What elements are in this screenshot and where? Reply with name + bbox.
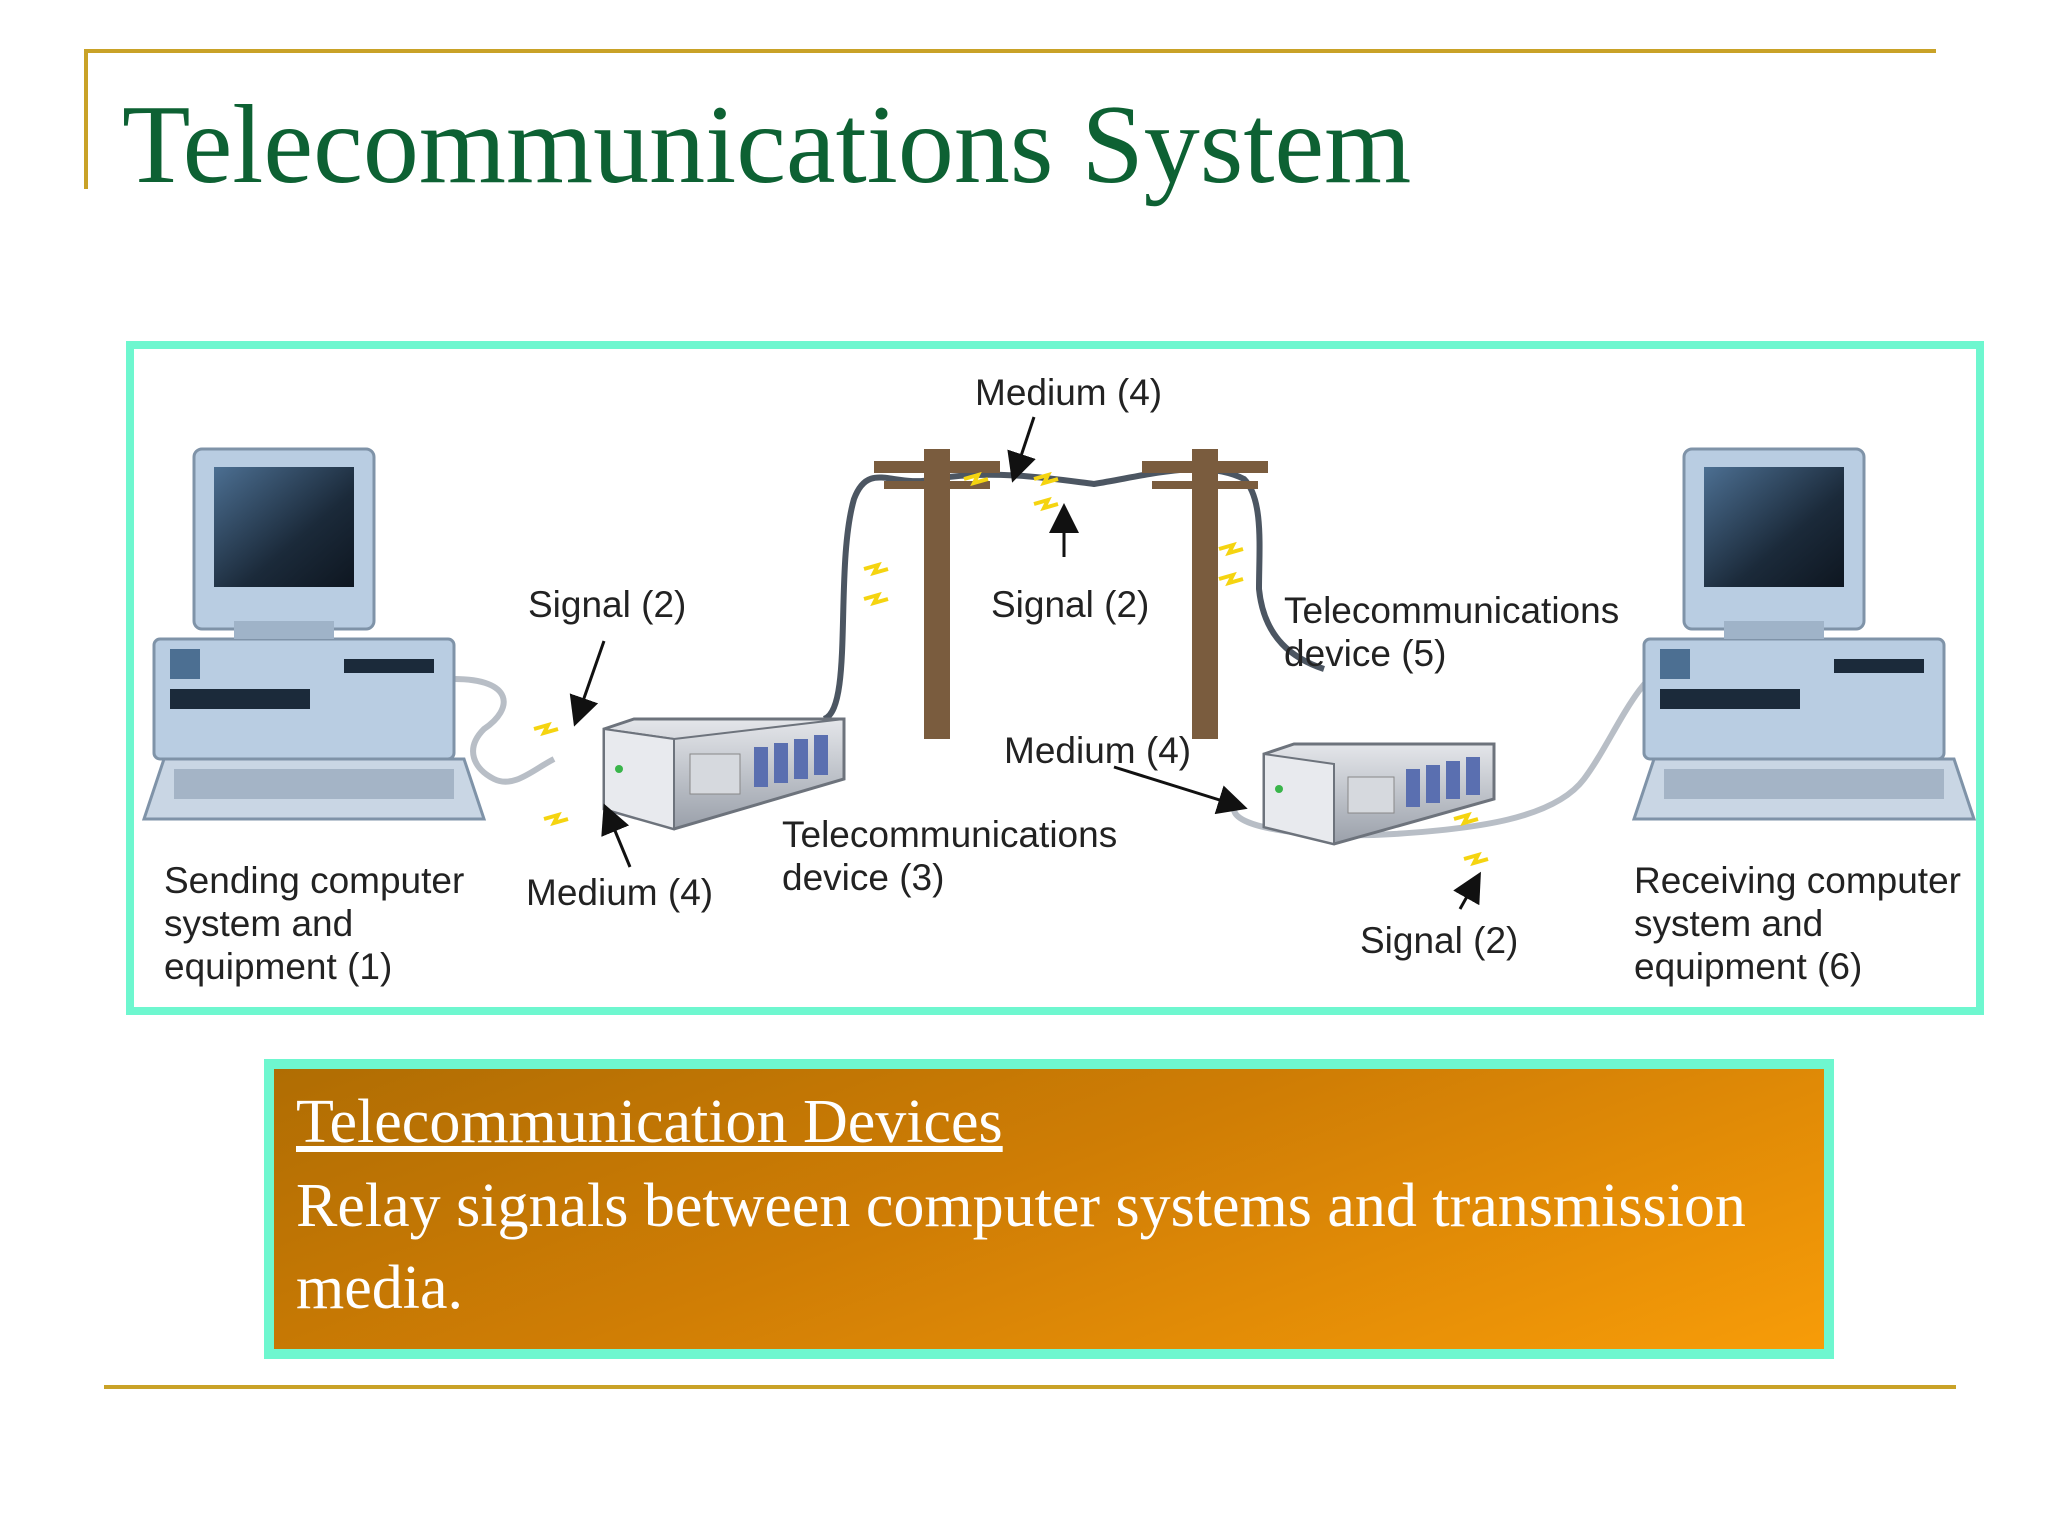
left-rule xyxy=(84,49,88,189)
label-signal-mid: Signal (2) xyxy=(991,584,1150,625)
cable-left xyxy=(453,676,556,785)
label-line: equipment (6) xyxy=(1634,946,1863,987)
pointer-arrows xyxy=(569,416,1481,910)
label-line: system and xyxy=(164,903,354,944)
info-body: Relay signals between computer systems a… xyxy=(296,1172,1746,1322)
label-medium-left: Medium (4) xyxy=(526,872,714,913)
utility-pole-icon xyxy=(1142,449,1268,739)
info-heading: Telecommunication Devices xyxy=(296,1088,1003,1156)
telecom-device-5-icon xyxy=(1262,742,1496,846)
label-line: Telecommunications xyxy=(782,814,1118,855)
telecom-diagram xyxy=(141,416,1976,910)
label-medium-right: Medium (4) xyxy=(1004,730,1192,771)
slide-title: Telecommunications System xyxy=(122,83,1412,207)
label-signal-right: Signal (2) xyxy=(1360,920,1519,961)
label-receiving-computer: Receiving computer system and equipment … xyxy=(1634,859,1961,988)
label-device-5: Telecommunications device (5) xyxy=(1284,589,1619,675)
label-medium-top: Medium (4) xyxy=(975,372,1163,413)
label-line: system and xyxy=(1634,903,1824,944)
sending-computer-icon xyxy=(141,447,487,821)
top-rule xyxy=(84,49,1936,53)
label-line: equipment (1) xyxy=(164,946,393,987)
label-line: device (3) xyxy=(782,857,945,898)
diagram-frame: Sending computer system and equipment (1… xyxy=(126,341,1984,1015)
label-line: device (5) xyxy=(1284,633,1447,674)
cable-poles xyxy=(822,466,1325,722)
label-device-3: Telecommunications device (3) xyxy=(782,813,1117,899)
receiving-computer-icon xyxy=(1631,447,1976,821)
label-line: Receiving computer xyxy=(1634,860,1961,901)
telecom-device-3-icon xyxy=(602,717,846,831)
label-line: Sending computer xyxy=(164,860,465,901)
utility-pole-icon xyxy=(874,449,1000,739)
label-sending-computer: Sending computer system and equipment (1… xyxy=(164,859,464,988)
label-line: Telecommunications xyxy=(1284,590,1620,631)
info-box: Telecommunication Devices Relay signals … xyxy=(264,1059,1834,1359)
label-signal-left: Signal (2) xyxy=(528,584,687,625)
bottom-rule xyxy=(104,1385,1956,1389)
